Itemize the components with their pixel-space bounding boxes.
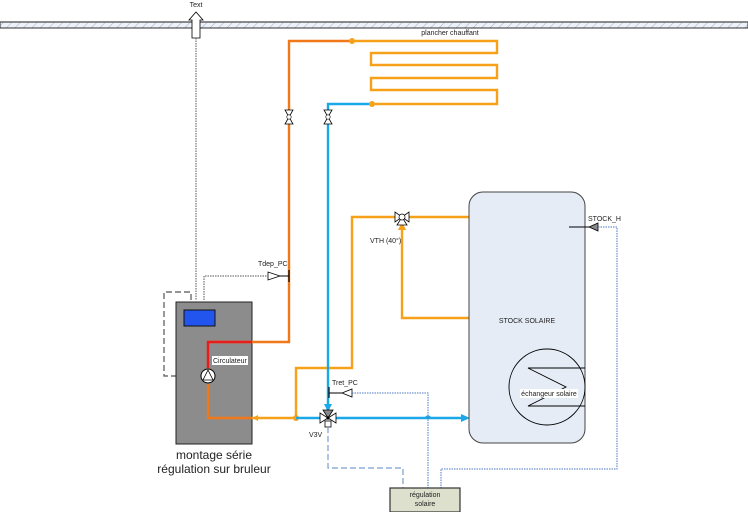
thermostatic-valve-label: VTH (40°) [370,237,401,245]
diagram-title-line1: montage série [176,448,252,462]
tank-temp-sensor-label: STOCK_H [588,216,621,223]
wall-strip [0,21,748,29]
return-temp-sensor-label: Tret_PC [332,380,358,387]
vth-return-pipe [400,228,470,320]
v3v-arrow-icon [324,404,332,412]
controller-label-line2: solaire [415,501,436,508]
return-arrow-icon [252,415,258,421]
bypass-pipe [294,215,470,418]
thermostatic-valve[interactable] [394,211,410,226]
floor-return-pipe [326,102,372,408]
three-way-valve[interactable] [319,409,337,428]
outdoor-sensor-label: Text [190,2,203,9]
junction-dot [349,38,355,44]
floor-heating-label: plancher chauffant [421,30,479,37]
return-temp-sensor[interactable] [328,387,353,398]
solar-tank-label: STOCK SOLAIRE [499,318,556,325]
vth-arrow-icon [398,222,406,230]
controller-label-line1: régulation [410,492,441,499]
boiler-control-unit[interactable] [183,309,216,327]
outdoor-sensor-icon[interactable] [188,11,204,300]
junction-dot [369,101,375,107]
flow-sensor-link [203,275,268,300]
tank-inlet-arrow-icon [461,414,470,422]
circulator-label-bg [212,356,248,365]
solar-exchanger-label-bg [520,389,578,398]
solar-exchanger-label: échangeur solaire [521,391,577,398]
tank-sensor-link [440,226,618,488]
solar-controller[interactable] [389,487,461,512]
circulator-pump[interactable] [200,368,216,384]
crossover-icon [424,415,432,419]
circulator-pipe [206,340,252,368]
solar-tank[interactable] [468,191,586,444]
return-sensor-link [352,392,429,488]
floor-heating-coil[interactable] [352,39,499,106]
flow-temp-sensor-label: Tdep_PC [258,261,288,268]
flow-temp-sensor[interactable] [267,270,290,282]
diagram-title-line2: régulation sur bruleur [157,462,270,476]
circulator-label: Circulateur [213,358,248,365]
isolation-valve-return[interactable] [323,109,333,125]
three-way-valve-label: V3V [309,432,323,439]
isolation-valve-flow[interactable] [284,109,294,125]
v3v-control-link [327,427,404,488]
boiler-return-inner [206,384,252,420]
solar-exchanger[interactable] [508,348,586,426]
